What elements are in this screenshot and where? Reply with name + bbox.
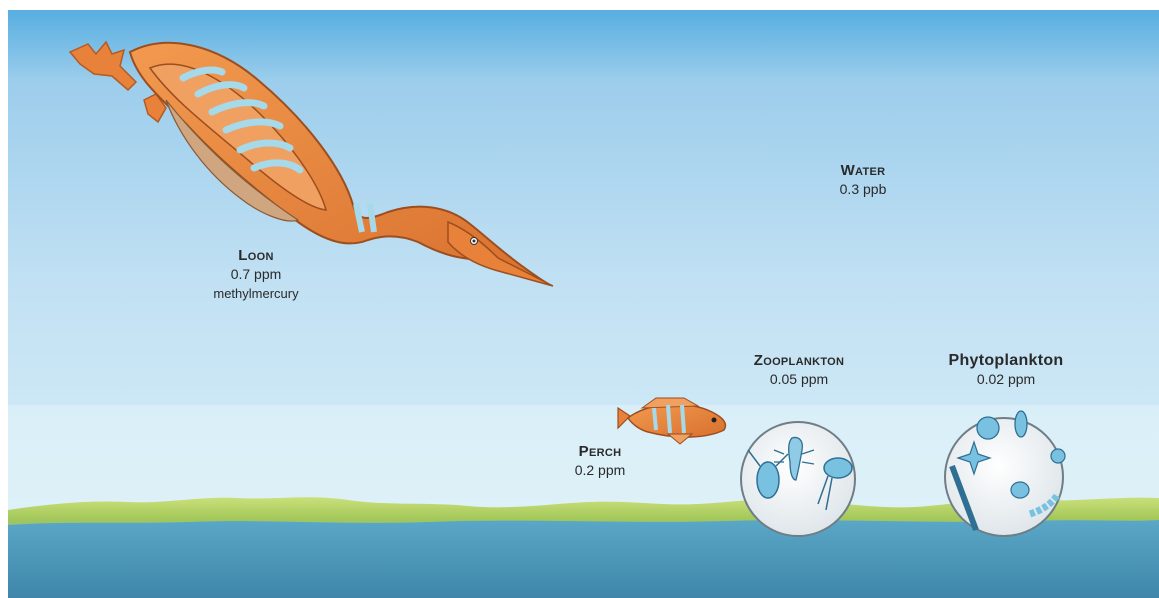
water-value: 0.3 ppb xyxy=(818,180,908,199)
water-label: Water 0.3 ppb xyxy=(818,161,908,199)
water-name: Water xyxy=(818,161,908,180)
zooplankton-name: Zooplankton xyxy=(734,351,864,370)
phytoplankton-value: 0.02 ppm xyxy=(936,370,1076,389)
zooplankton-value: 0.05 ppm xyxy=(734,370,864,389)
loon-name: Loon xyxy=(196,246,316,265)
loon-label: Loon 0.7 ppm methylmercury xyxy=(196,246,316,303)
zooplankton-label: Zooplankton 0.05 ppm xyxy=(734,351,864,389)
perch-label: Perch 0.2 ppm xyxy=(560,442,640,480)
food-chain-scene: Loon 0.7 ppm methylmercury Water 0.3 ppb… xyxy=(8,10,1159,598)
phytoplankton-label: Phytoplankton 0.02 ppm xyxy=(936,351,1076,389)
phytoplankton-name: Phytoplankton xyxy=(936,351,1076,370)
loon-value: 0.7 ppm xyxy=(196,265,316,284)
loon-unit-note: methylmercury xyxy=(196,284,316,303)
perch-value: 0.2 ppm xyxy=(560,461,640,480)
zooplankton-circle xyxy=(741,422,855,536)
scene-illustration xyxy=(8,10,1159,598)
perch-name: Perch xyxy=(560,442,640,461)
